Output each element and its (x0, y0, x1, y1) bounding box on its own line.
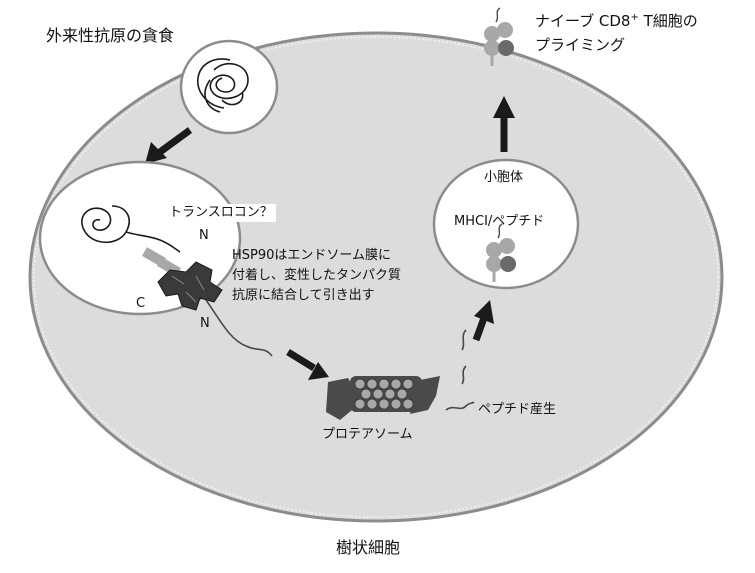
vesicle (432, 158, 580, 290)
mhc-peptide-complex (486, 223, 516, 282)
c-terminus-label: C (136, 296, 146, 311)
peptide-fragment (461, 329, 467, 351)
vesicle-label: 小胞体 (484, 170, 524, 185)
hsp90-description-line-3: 抗原に結合して引き出す (232, 288, 375, 303)
peptide-chain (205, 299, 273, 357)
antigen-coil-endosome (81, 205, 181, 253)
arrow-to-vesicle (474, 300, 494, 324)
arrow-to-endosome (145, 142, 167, 164)
proteasome-label: プロテアソーム (322, 427, 413, 442)
hsp90-description-line-2: 付着し、変性したタンパク質 (232, 268, 402, 283)
mhc-peptide-label: MHCI/ペプチド (454, 214, 545, 229)
antigen-coil-phagosome (197, 58, 249, 113)
arrow-to-t-cell (493, 96, 515, 118)
phagocytosis-label: 外来性抗原の貪食 (46, 26, 175, 45)
hsp90 (157, 261, 223, 311)
surface-mhc-complex (484, 7, 514, 66)
proteasome (326, 376, 440, 420)
peptide-fragment (461, 365, 467, 385)
translocon-label: トランスロコン？ (166, 204, 276, 223)
peptide-fragment (445, 401, 475, 411)
n-terminus-upper-label: N (199, 228, 209, 243)
peptide-production-label: ペプチド産生 (478, 402, 557, 417)
priming-label-line-1: ナイーブ CD8+ T細胞の (535, 12, 698, 30)
phagosome (179, 39, 279, 135)
dendritic-cell-label: 樹状細胞 (336, 538, 401, 557)
n-terminus-lower-label: N (200, 316, 210, 331)
arrow-to-proteasome (308, 362, 329, 380)
hsp90-description-line-1: HSP90はエンドソーム膜に (232, 248, 392, 263)
dendritic-cell-body (28, 31, 724, 523)
priming-label-line-2: プライミング (535, 36, 626, 54)
